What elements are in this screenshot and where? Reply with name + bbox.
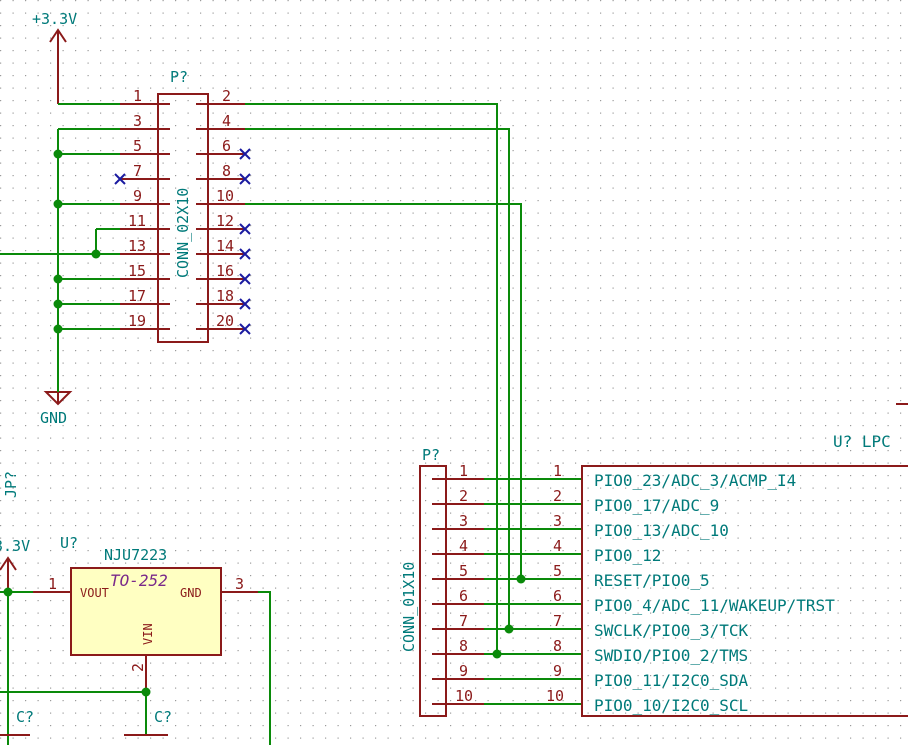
p1-pin-number: 6 [222,137,231,155]
power-symbol-3v3-top[interactable]: +3.3V [32,10,77,104]
connector-p1-right-pin-numbers: 2 4 6 8 10 12 14 16 18 20 [216,87,234,330]
p1-pin-number: 16 [216,262,234,280]
regulator-pin-3: 3 [235,575,244,593]
p1-pin-number: 19 [128,312,146,330]
p1-pin-number: 11 [128,212,146,230]
mcu-pin-number: 8 [553,637,562,655]
regulator-vin-label: VIN [141,623,155,645]
p2-pin-number: 5 [459,562,468,580]
connector-p2[interactable]: P? CONN_01X10 1 2 3 4 5 6 7 8 9 10 [400,446,484,717]
mcu-lpc-ref: U? LPC [833,432,891,451]
p1-pin-number: 14 [216,237,234,255]
connector-p2-ref: P? [422,446,440,464]
regulator-pins [33,591,258,692]
p2-pin-number: 1 [459,462,468,480]
p2-pin-number: 4 [459,537,468,555]
capacitor-c1-ref: C? [16,708,34,726]
connector-p1-value: CONN_02X10 [174,188,192,278]
jumper-ref: JP? [2,471,20,498]
capacitor-c2[interactable]: C? [124,708,172,736]
power-symbol-3v3-left[interactable]: 3.3V [0,537,30,592]
junctions-p1-left [53,149,101,334]
p1-pin-number: 3 [133,112,142,130]
connector-p2-pin-numbers: 1 2 3 4 5 6 7 8 9 10 [455,462,473,705]
regulator-nju7223[interactable]: U? NJU7223 TO-252 VOUT GND VIN 1 3 2 [33,534,258,692]
mcu-signal-name: RESET/PIO0_5 [594,571,710,590]
p1-pin-number: 8 [222,162,231,180]
regulator-value: NJU7223 [104,546,167,564]
mcu-lpc-pin-numbers: 1 2 3 4 5 6 7 8 9 10 [546,462,564,705]
mcu-signal-name: PIO0_11/I2C0_SDA [594,671,748,690]
connector-p1-ref: P? [170,68,188,86]
mcu-signal-name: PIO0_10/I2C0_SCL [594,696,748,715]
mcu-pin-number: 10 [546,687,564,705]
mcu-lpc-signal-names: PIO0_23/ADC_3/ACMP_I4 PIO0_17/ADC_9 PIO0… [594,471,835,715]
p1-pin-number: 18 [216,287,234,305]
regulator-pin-2: 2 [129,663,147,672]
mcu-pin-number: 4 [553,537,562,555]
connector-p1[interactable]: P? CONN_02X10 1 3 5 7 9 11 13 15 17 19 2… [120,68,245,343]
mcu-signal-name: PIO0_17/ADC_9 [594,496,719,515]
mcu-pin-number: 9 [553,662,562,680]
mcu-pin-number: 5 [553,562,562,580]
regulator-pin-1: 1 [48,575,57,593]
connector-p1-left-pin-numbers: 1 3 5 7 9 11 13 15 17 19 [128,87,146,330]
power-label-3v3-left: 3.3V [0,537,30,555]
mcu-pin-number: 1 [553,462,562,480]
capacitor-c1[interactable]: C? [0,708,34,736]
p1-pin-number: 2 [222,87,231,105]
mcu-signal-name: PIO0_13/ADC_10 [594,521,729,540]
p1-pin-number: 12 [216,212,234,230]
mcu-pin-number: 6 [553,587,562,605]
regulator-ref: U? [60,534,78,552]
connector-p1-body [157,93,209,343]
mcu-lpc[interactable]: U? LPC 1 2 3 4 5 6 7 8 9 10 PIO0_23/ADC_… [546,403,908,717]
p2-pin-number: 10 [455,687,473,705]
regulator-vout-label: VOUT [80,586,109,600]
p2-pin-number: 3 [459,512,468,530]
junctions-regulator [3,587,151,697]
p1-pin-number: 1 [133,87,142,105]
p2-pin-number: 6 [459,587,468,605]
p1-pin-number: 7 [133,162,142,180]
mcu-pin-number: 3 [553,512,562,530]
p1-pin-number: 9 [133,187,142,205]
connector-p2-body [419,465,447,717]
p1-pin-number: 5 [133,137,142,155]
connector-p2-pin-stubs [432,478,484,705]
mcu-lpc-body [581,465,908,717]
p1-pin-number: 20 [216,312,234,330]
wires-regulator [0,591,271,745]
gnd-label: GND [40,409,67,427]
mcu-signal-name: PIO0_23/ADC_3/ACMP_I4 [594,471,796,490]
connector-p1-pin-stubs [120,103,245,330]
p2-pin-number: 9 [459,662,468,680]
p1-pin-number: 4 [222,112,231,130]
p2-pin-number: 8 [459,637,468,655]
p1-pin-number: 17 [128,287,146,305]
regulator-body [70,567,222,656]
p2-pin-number: 2 [459,487,468,505]
mcu-signal-name: SWDIO/PIO0_2/TMS [594,646,748,665]
regulator-package: TO-252 [110,571,168,590]
connector-p2-value: CONN_01X10 [400,562,418,652]
regulator-gnd-label: GND [180,586,202,600]
p1-pin-number: 10 [216,187,234,205]
mcu-signal-name: PIO0_4/ADC_11/WAKEUP/TRST [594,596,835,615]
p2-pin-number: 7 [459,612,468,630]
mcu-signal-name: PIO0_12 [594,546,661,565]
power-label-3v3-top: +3.3V [32,10,77,28]
mcu-pin-number: 7 [553,612,562,630]
p1-pin-number: 13 [128,237,146,255]
mcu-pin-number: 2 [553,487,562,505]
capacitor-c2-ref: C? [154,708,172,726]
no-connect-markers [114,148,251,335]
junctions-p2 [492,574,526,659]
p1-pin-number: 15 [128,262,146,280]
mcu-signal-name: SWCLK/PIO0_3/TCK [594,621,748,640]
